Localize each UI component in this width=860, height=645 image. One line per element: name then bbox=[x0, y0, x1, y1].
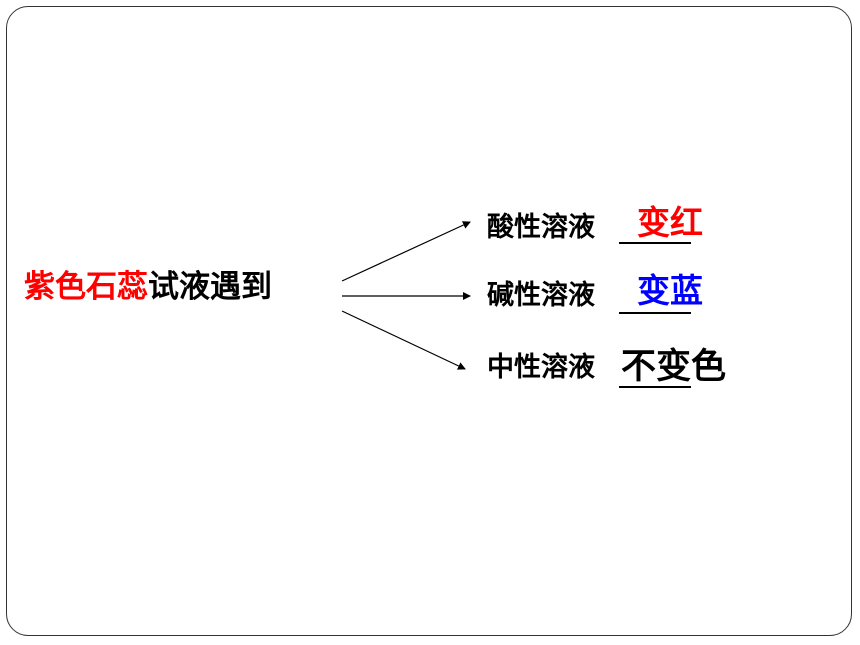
neutral-answer: 不变色 bbox=[621, 347, 727, 387]
base-label: 碱性溶液 bbox=[487, 280, 595, 311]
acid-blank-line bbox=[619, 238, 691, 244]
slide-frame bbox=[6, 6, 852, 636]
base-blank-line bbox=[619, 308, 691, 314]
acid-label: 酸性溶液 bbox=[487, 212, 595, 243]
neutral-blank-line bbox=[619, 382, 691, 388]
subject-rest: 试液遇到 bbox=[148, 269, 272, 305]
base-answer: 变蓝 bbox=[637, 271, 703, 310]
litmus-highlight: 紫色石蕊 bbox=[24, 269, 148, 305]
arrow-acid bbox=[341, 221, 471, 282]
acid-answer: 变红 bbox=[637, 203, 703, 242]
subject-phrase: 紫色石蕊试液遇到 bbox=[24, 272, 272, 303]
arrow-neutral bbox=[341, 310, 466, 370]
neutral-label: 中性溶液 bbox=[487, 352, 595, 383]
